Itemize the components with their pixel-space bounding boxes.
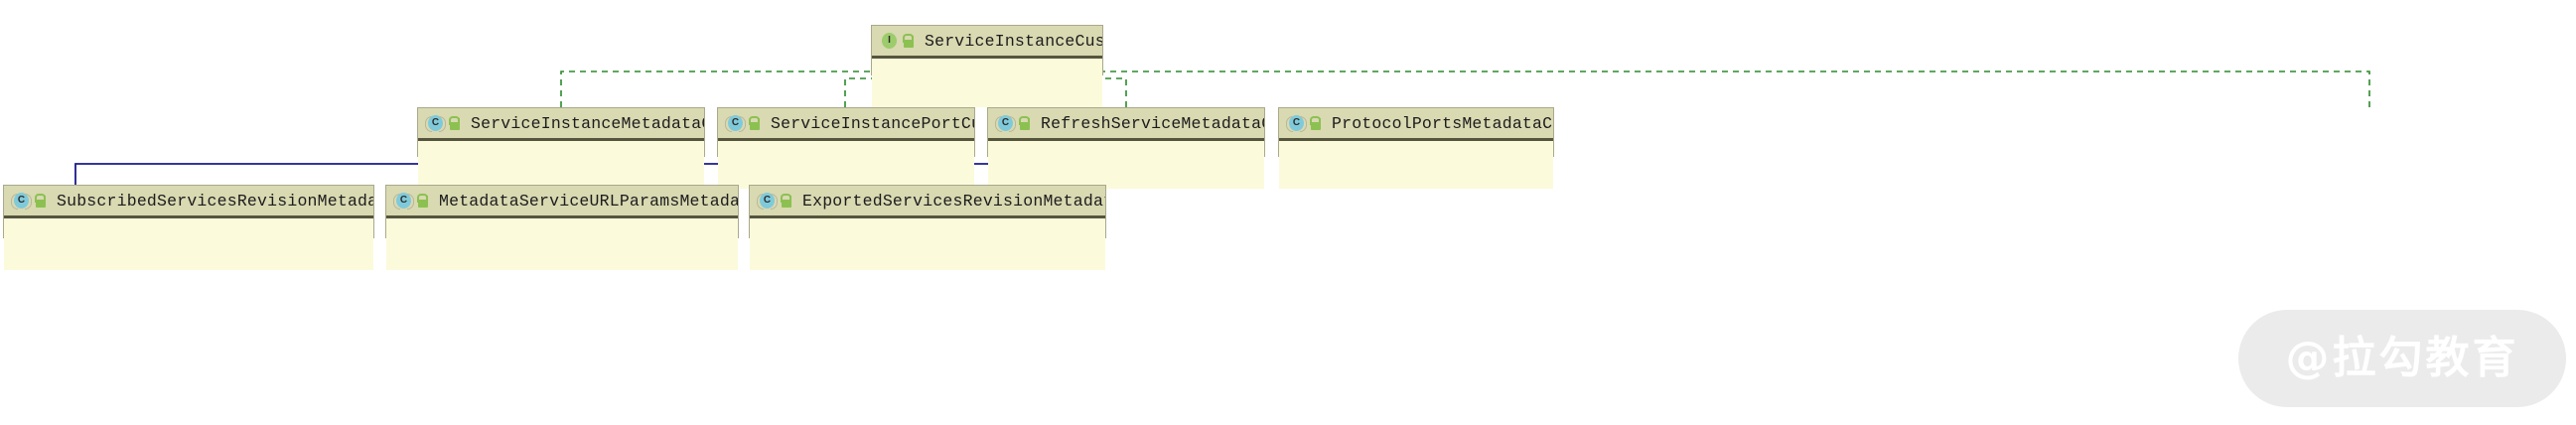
uml-node-service-instance-metadata-customizer[interactable]: C ServiceInstanceMetadataCustomizer — [417, 107, 705, 189]
uml-node-title: ServiceInstanceMetadataCustomizer — [471, 113, 704, 133]
class-icon: C — [995, 114, 1016, 132]
uml-node-members-compartment — [872, 59, 1102, 107]
uml-node-header: C ExportedServicesRevisionMetadataCustom… — [750, 186, 1105, 218]
unlocked-padlock-icon — [416, 193, 429, 209]
unlocked-padlock-icon — [34, 193, 47, 209]
uml-node-title: ProtocolPortsMetadataCustomizer — [1332, 113, 1553, 133]
unlocked-padlock-icon — [1309, 115, 1322, 131]
uml-node-service-instance-port-customizer[interactable]: C ServiceInstancePortCustomizer — [717, 107, 975, 189]
uml-node-members-compartment — [1279, 141, 1553, 189]
unlocked-padlock-icon — [448, 115, 461, 131]
uml-node-members-compartment — [988, 141, 1264, 189]
uml-node-members-compartment — [718, 141, 974, 189]
uml-node-title: SubscribedServicesRevisionMetadataCustom… — [57, 191, 373, 211]
unlocked-padlock-icon — [902, 33, 915, 49]
uml-node-title: ExportedServicesRevisionMetadataCustomiz… — [802, 191, 1105, 211]
uml-node-metadata-service-url-params-metadata-customizer[interactable]: C MetadataServiceURLParamsMetadataCustom… — [385, 185, 739, 270]
uml-node-title: MetadataServiceURLParamsMetadataCustomiz… — [439, 191, 738, 211]
unlocked-padlock-icon — [748, 115, 761, 131]
uml-node-title: RefreshServiceMetadataCustomizer — [1041, 113, 1264, 133]
uml-node-header: I ServiceInstanceCustomizer — [872, 26, 1102, 59]
edge-subscribed-services-revision-metadata-customizer — [74, 163, 467, 185]
uml-node-exported-services-revision-metadata-customizer[interactable]: C ExportedServicesRevisionMetadataCustom… — [749, 185, 1106, 270]
uml-node-refresh-service-metadata-customizer[interactable]: C RefreshServiceMetadataCustomizer — [987, 107, 1265, 189]
realization-edges — [560, 71, 2370, 107]
uml-node-header: C MetadataServiceURLParamsMetadataCustom… — [386, 186, 738, 218]
class-icon: C — [725, 114, 746, 132]
class-icon: C — [757, 192, 778, 210]
edge-service-instance-metadata-customizer — [560, 71, 902, 107]
uml-node-header: C ServiceInstancePortCustomizer — [718, 108, 974, 141]
uml-node-title: ServiceInstanceCustomizer — [925, 31, 1102, 51]
class-icon: C — [393, 192, 414, 210]
unlocked-padlock-icon — [1018, 115, 1031, 131]
class-icon: C — [1286, 114, 1307, 132]
uml-node-members-compartment — [750, 218, 1105, 270]
class-icon: C — [11, 192, 32, 210]
unlocked-padlock-icon — [780, 193, 792, 209]
class-icon: C — [425, 114, 446, 132]
uml-node-members-compartment — [4, 218, 373, 270]
uml-node-title: ServiceInstancePortCustomizer — [771, 113, 974, 133]
uml-node-subscribed-services-revision-metadata-customizer[interactable]: C SubscribedServicesRevisionMetadataCust… — [3, 185, 374, 270]
uml-node-header: C SubscribedServicesRevisionMetadataCust… — [4, 186, 373, 218]
uml-node-members-compartment — [386, 218, 738, 270]
uml-node-members-compartment — [418, 141, 704, 189]
uml-node-protocol-ports-metadata-customizer[interactable]: C ProtocolPortsMetadataCustomizer — [1278, 107, 1554, 189]
uml-node-service-instance-customizer[interactable]: I ServiceInstanceCustomizer — [871, 25, 1103, 107]
watermark-text: @拉勾教育 — [2285, 333, 2519, 383]
uml-node-header: C ServiceInstanceMetadataCustomizer — [418, 108, 704, 141]
edge-protocol-ports-metadata-customizer — [1073, 71, 2370, 107]
interface-icon: I — [881, 32, 898, 50]
uml-node-header: C RefreshServiceMetadataCustomizer — [988, 108, 1264, 141]
watermark-badge: @拉勾教育 — [2238, 310, 2566, 407]
uml-node-header: C ProtocolPortsMetadataCustomizer — [1279, 108, 1553, 141]
